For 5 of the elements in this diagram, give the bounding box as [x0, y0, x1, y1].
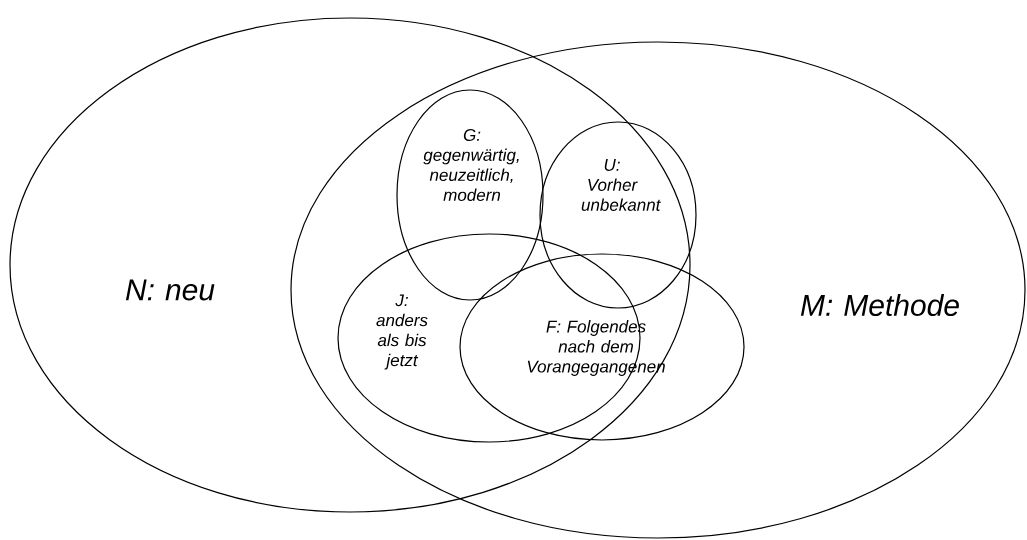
- set-label: M: Methode: [800, 293, 959, 316]
- set-label: J: anders als bis jetzt: [376, 294, 428, 370]
- set-label: G: gegenwärtig, neuzeitlich, modern: [423, 128, 519, 201]
- set-label: N: neu: [125, 279, 215, 301]
- set-label: U: Vorher unbekannt: [581, 159, 661, 211]
